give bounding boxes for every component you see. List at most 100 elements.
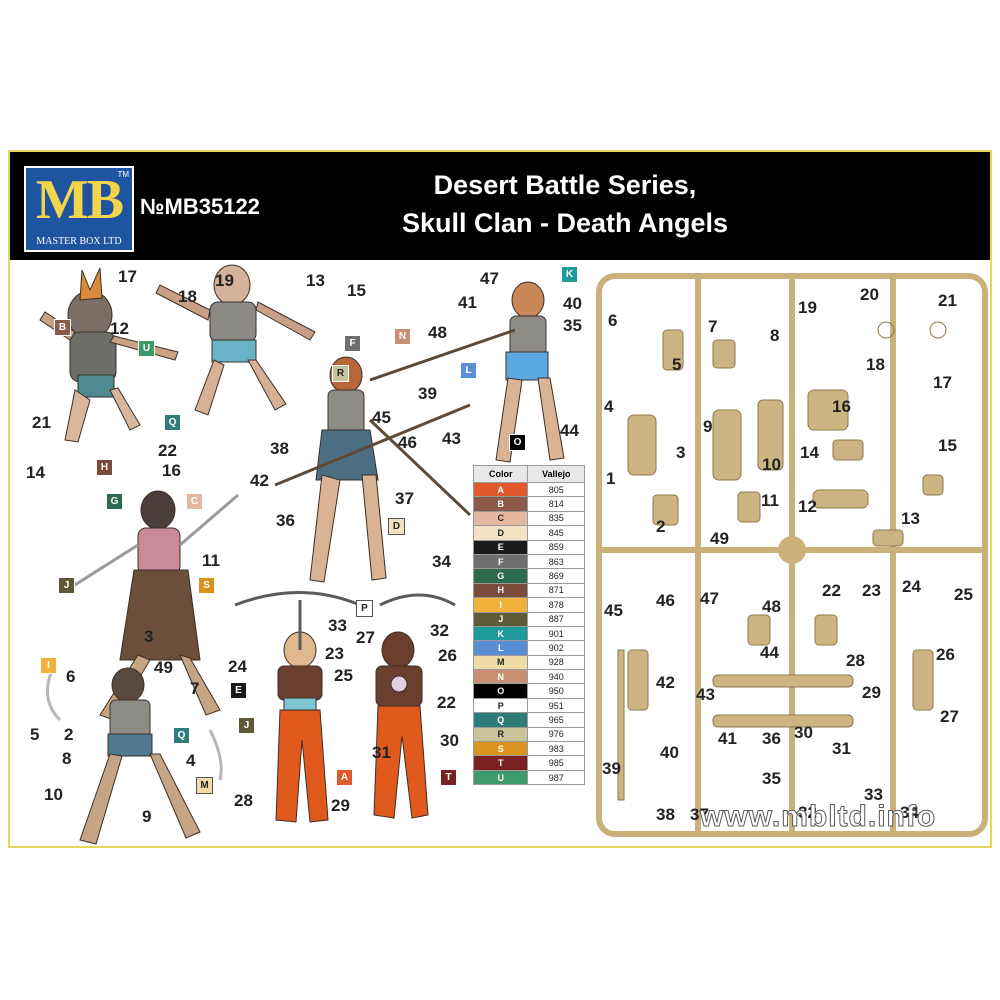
paint-color-code: F (472, 553, 529, 570)
color-tag: A (336, 769, 353, 786)
paint-vallejo-number: 887 (527, 611, 585, 627)
paint-color-code: B (472, 496, 529, 512)
part-number: 45 (604, 601, 623, 620)
part-number: 32 (798, 803, 817, 822)
part-number: 28 (846, 651, 865, 670)
part-number: 37 (690, 805, 709, 824)
paint-color-code: S (472, 741, 529, 757)
part-number: 7 (708, 317, 718, 336)
paint-color-code: E (472, 539, 529, 555)
part-number: 34 (900, 803, 919, 822)
paint-color-code: A (472, 481, 529, 498)
part-number: 22 (158, 441, 177, 460)
part-number: 28 (234, 791, 253, 810)
color-tag: U (138, 340, 155, 357)
color-tag: P (356, 600, 373, 617)
part-number: 9 (703, 417, 713, 436)
color-tag: M (196, 777, 213, 794)
part-number: 4 (186, 751, 196, 770)
figure-crouching-machete (46, 667, 223, 845)
paint-vallejo-number: 985 (527, 755, 585, 771)
part-number: 46 (398, 433, 417, 452)
paint-vallejo-number: 951 (527, 697, 585, 714)
part-number: 1 (606, 469, 616, 488)
paint-vallejo-number: 965 (527, 712, 585, 728)
part-number: 17 (933, 373, 952, 392)
color-tag: Q (173, 727, 190, 744)
paint-color-code: T (472, 755, 529, 771)
paint-vallejo-number: 950 (527, 683, 585, 699)
part-number: 45 (372, 408, 391, 427)
title-set-name: Skull Clan - Death Angels (401, 208, 729, 238)
part-number: 13 (901, 509, 920, 528)
paint-vallejo-number: 902 (527, 640, 585, 656)
part-number: 26 (438, 646, 457, 665)
part-number: 16 (832, 397, 851, 416)
paint-vallejo-number: 871 (527, 582, 585, 599)
part-number: 24 (228, 657, 247, 676)
part-number: 27 (356, 628, 375, 647)
color-tag: J (238, 717, 255, 734)
part-number: 14 (800, 443, 819, 462)
part-number: 3 (144, 627, 154, 646)
paint-color-code: Q (472, 712, 529, 728)
part-number: 47 (700, 589, 719, 608)
part-number: 18 (866, 355, 885, 374)
part-number: 40 (563, 294, 582, 313)
paint-vallejo-number: 869 (527, 568, 585, 584)
part-number: 8 (770, 326, 780, 345)
part-number: 41 (458, 293, 477, 312)
part-number: 12 (798, 497, 817, 516)
part-number: 14 (26, 463, 45, 482)
part-number: 29 (331, 796, 350, 815)
color-tag: F (344, 335, 361, 352)
part-number: 42 (656, 673, 675, 692)
paint-color-code: U (472, 769, 529, 786)
part-number: 33 (864, 785, 883, 804)
paint-color-code: G (472, 568, 529, 584)
paint-vallejo-number: 878 (527, 597, 585, 613)
part-number: 11 (761, 491, 779, 510)
part-number: 47 (480, 269, 499, 288)
part-number: 43 (442, 429, 461, 448)
color-tag: L (460, 362, 477, 379)
part-number: 15 (347, 281, 366, 300)
part-number: 22 (437, 693, 456, 712)
color-tag: C (186, 493, 203, 510)
paint-color-code: D (472, 525, 529, 541)
part-number: 24 (902, 577, 921, 596)
part-number: 31 (372, 743, 391, 762)
part-number: 39 (602, 759, 621, 778)
paint-color-code: P (472, 697, 529, 714)
column-header-color: Color (472, 465, 529, 483)
part-number: 32 (430, 621, 449, 640)
part-number: 7 (190, 679, 200, 698)
part-number: 15 (938, 436, 957, 455)
part-number: 36 (762, 729, 781, 748)
part-number: 37 (395, 489, 414, 508)
part-number: 38 (270, 439, 289, 458)
part-number: 25 (954, 585, 973, 604)
color-tag: J (58, 577, 75, 594)
paint-vallejo-number: 845 (527, 525, 585, 541)
paint-color-code: C (472, 510, 529, 527)
header-banner: MB TM MASTER BOX LTD №MB35122 Desert Bat… (10, 152, 990, 260)
paint-vallejo-number: 983 (527, 741, 585, 757)
color-tag: O (509, 434, 526, 451)
logo-letters: MB (35, 169, 124, 231)
paint-vallejo-number: 987 (527, 769, 585, 786)
paint-vallejo-number: 928 (527, 654, 585, 671)
part-number: 6 (608, 311, 618, 330)
part-number: 33 (328, 616, 347, 635)
logo-subtitle: MASTER BOX LTD (36, 236, 122, 247)
